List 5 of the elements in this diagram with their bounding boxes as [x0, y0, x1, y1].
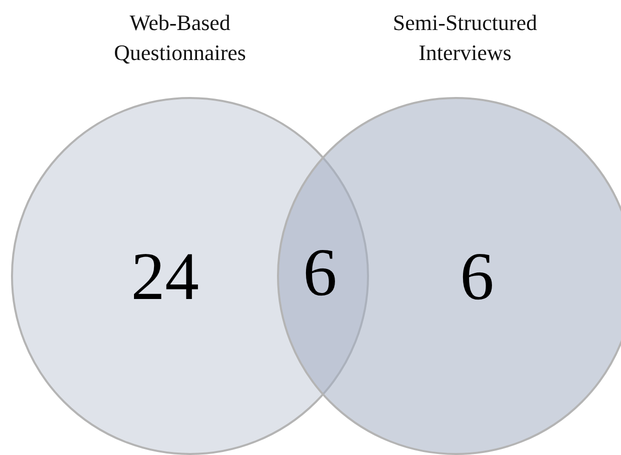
- count-label: 6: [460, 241, 494, 311]
- set-label: Semi-Structured Interviews: [392, 9, 538, 67]
- set-label: Web-Based Questionnaires: [113, 9, 247, 67]
- count-label: 24: [131, 241, 199, 311]
- count-label: 6: [303, 237, 337, 307]
